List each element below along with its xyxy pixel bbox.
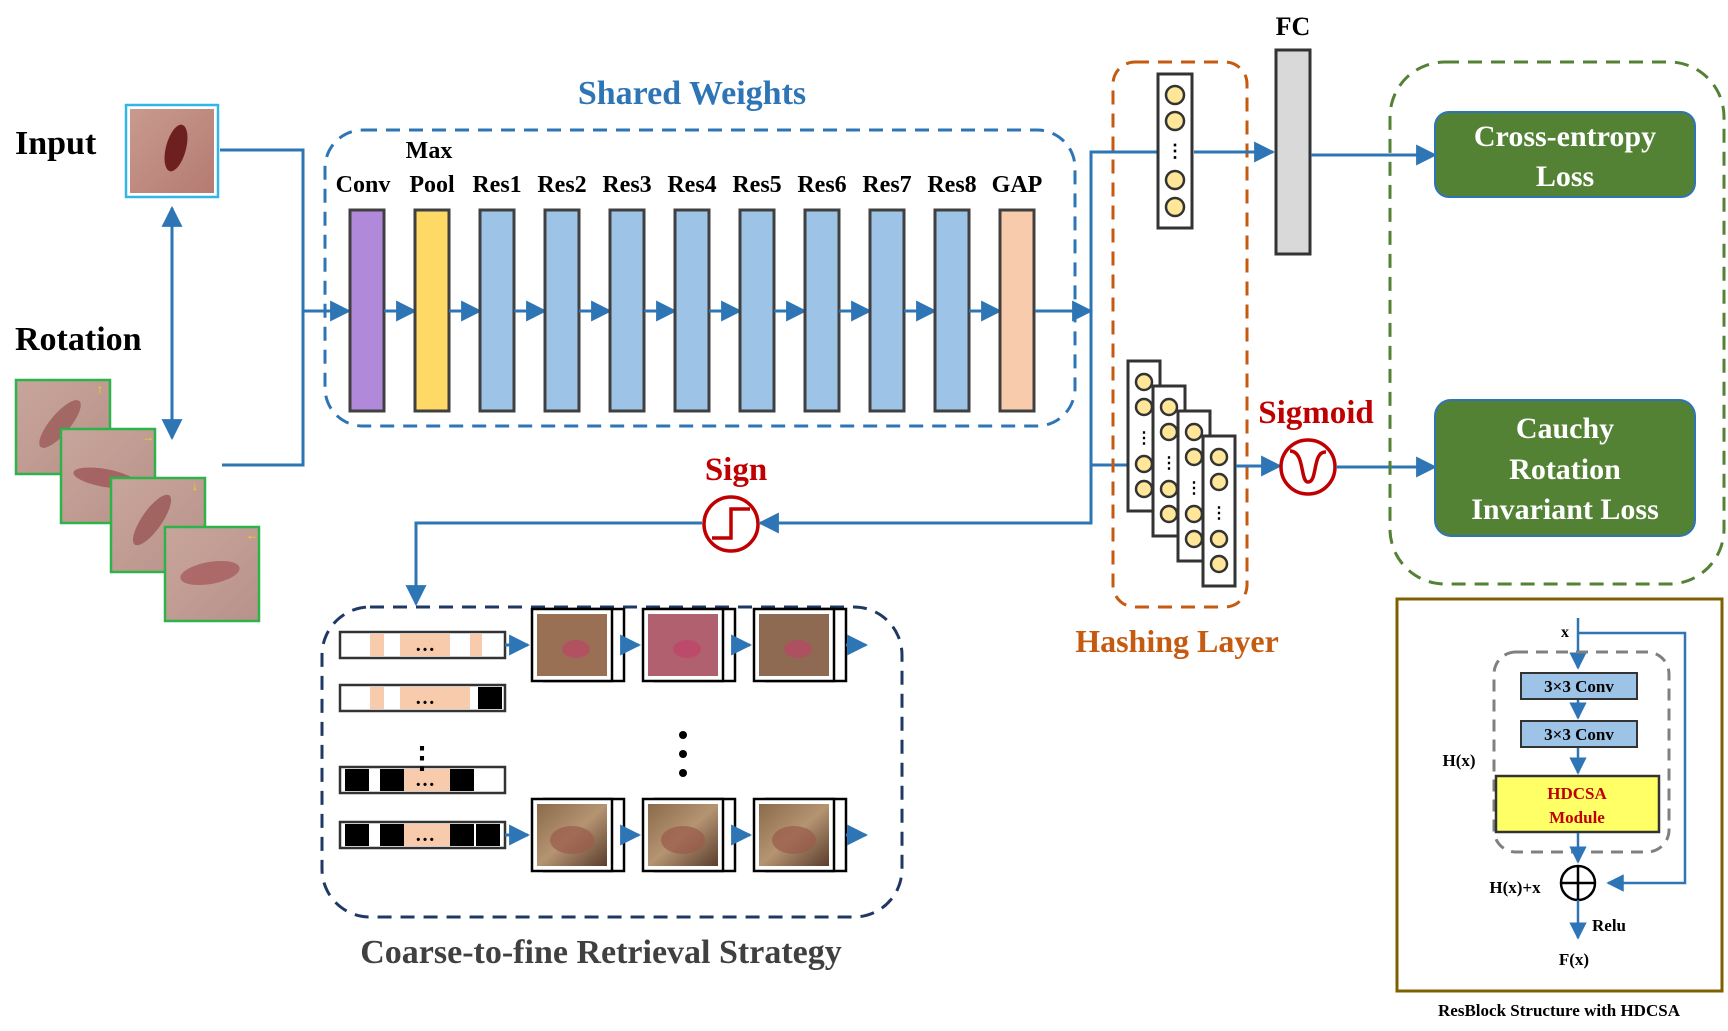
resblock-relu-label: Relu xyxy=(1592,916,1626,935)
svg-text:Cross-entropy: Cross-entropy xyxy=(1474,120,1656,153)
sign-icon xyxy=(702,495,760,553)
layer-label-pool: Pool xyxy=(409,172,455,198)
retrieval-vertical-ellipsis: ⋮ xyxy=(407,742,437,775)
input-label: Input xyxy=(15,125,97,162)
resblock-hx-plus-x-label: H(x)+x xyxy=(1489,878,1541,897)
layer-label-res8: Res8 xyxy=(927,172,976,198)
hashing-layer-box xyxy=(1111,60,1249,609)
retrieval-strategy-box xyxy=(320,605,904,919)
sigmoid-icon xyxy=(1279,438,1337,496)
retrieved-image-0-2 xyxy=(752,607,848,683)
svg-text:Rotation: Rotation xyxy=(1509,453,1621,486)
layer-block-res2 xyxy=(543,208,581,413)
fc-label: FC xyxy=(1276,12,1311,41)
backbone-layers: Conv Pool Res1 Res2 Res3 Res4 Res5 Res6 Res7 Res8… xyxy=(336,172,1043,413)
retrieval-row-0: … xyxy=(338,607,869,683)
svg-text:⋮: ⋮ xyxy=(1161,455,1177,472)
sign-label: Sign xyxy=(705,452,767,488)
retrieval-row-2: … xyxy=(338,765,507,795)
svg-text:↑: ↑ xyxy=(97,382,103,396)
resblock-hx-label: H(x) xyxy=(1442,751,1475,770)
layer-label-res4: Res4 xyxy=(667,172,716,198)
svg-text:…: … xyxy=(415,634,435,656)
svg-text:Loss: Loss xyxy=(1536,160,1594,193)
layer-label-res7: Res7 xyxy=(862,172,911,198)
sigmoid-label: Sigmoid xyxy=(1258,395,1374,431)
layer-label-res5: Res5 xyxy=(732,172,781,198)
hash-vector-top: ⋮ xyxy=(1156,72,1194,230)
cauchy-loss-box: Cauchy Rotation Invariant Loss xyxy=(1434,399,1696,537)
svg-text:Invariant Loss: Invariant Loss xyxy=(1471,493,1659,526)
max-label: Max xyxy=(406,138,453,164)
svg-text:3×3 Conv: 3×3 Conv xyxy=(1544,725,1614,744)
shared-weights-title: Shared Weights xyxy=(578,75,806,112)
layer-block-pool xyxy=(413,208,451,413)
layer-label-res2: Res2 xyxy=(537,172,586,198)
rotation-label: Rotation xyxy=(15,321,142,358)
layer-block-res8 xyxy=(933,208,971,413)
svg-text:→: → xyxy=(142,430,154,444)
rotated-image-3: ← xyxy=(163,525,261,623)
svg-text:←: ← xyxy=(246,528,258,542)
layer-block-res5 xyxy=(738,208,776,413)
svg-text:Cauchy: Cauchy xyxy=(1516,412,1614,445)
loss-group-box xyxy=(1388,60,1726,586)
cross-entropy-loss-box: Cross-entropy Loss xyxy=(1434,111,1696,198)
retrieved-image-3-0 xyxy=(530,797,626,873)
rotated-images: ↑ → ↓ ← xyxy=(14,378,261,623)
svg-text:3×3 Conv: 3×3 Conv xyxy=(1544,677,1614,696)
layer-block-gap xyxy=(998,208,1036,413)
rotated-image-2: ↓ xyxy=(109,476,207,574)
layer-block-res7 xyxy=(868,208,906,413)
retrieved-image-0-1 xyxy=(641,607,737,683)
layer-block-conv xyxy=(348,208,386,413)
fc-layer xyxy=(1274,48,1312,256)
layer-block-res4 xyxy=(673,208,711,413)
layer-label-conv: Conv xyxy=(336,172,391,198)
retrieved-image-3-2 xyxy=(752,797,848,873)
svg-text:⋮: ⋮ xyxy=(1211,505,1227,522)
layer-label-res3: Res3 xyxy=(602,172,651,198)
retrieval-image-ellipsis xyxy=(679,731,687,777)
svg-text:⋮: ⋮ xyxy=(1166,141,1184,161)
retrieval-row-1: … xyxy=(338,683,507,713)
input-image xyxy=(124,103,220,199)
layer-block-res3 xyxy=(608,208,646,413)
retrieval-rows: … … … … xyxy=(338,607,869,873)
resblock-caption: ResBlock Structure with HDCSA xyxy=(1438,1001,1681,1020)
hashing-layer-label: Hashing Layer xyxy=(1075,623,1279,659)
resblock-diagram: x 3×3 Conv 3×3 Conv HDCSA Module H(x) H(… xyxy=(1395,597,1724,993)
resblock-x-label: x xyxy=(1561,624,1569,641)
hash-vector-stack: ⋮ ⋮ ⋮ ⋮ xyxy=(1126,359,1237,588)
layer-block-res1 xyxy=(478,208,516,413)
layer-label-res6: Res6 xyxy=(797,172,846,198)
svg-text:…: … xyxy=(415,824,435,846)
input-connectors xyxy=(220,148,352,467)
hash-vector-3: ⋮ xyxy=(1201,434,1237,588)
svg-text:⋮: ⋮ xyxy=(1136,430,1152,447)
resblock-fx-label: F(x) xyxy=(1559,950,1589,969)
layer-label-res1: Res1 xyxy=(472,172,521,198)
sign-connectors xyxy=(405,465,1093,607)
svg-text:…: … xyxy=(415,769,435,791)
retrieved-image-0-0 xyxy=(530,607,626,683)
svg-text:…: … xyxy=(415,687,435,709)
svg-text:Module: Module xyxy=(1549,808,1605,827)
retrieval-row-3: … xyxy=(338,797,869,873)
svg-text:HDCSA: HDCSA xyxy=(1547,784,1607,803)
retrieved-image-3-1 xyxy=(641,797,737,873)
svg-text:↓: ↓ xyxy=(192,479,198,493)
retrieval-strategy-label: Coarse-to-fine Retrieval Strategy xyxy=(360,934,841,971)
svg-text:⋮: ⋮ xyxy=(1186,480,1202,497)
layer-block-res6 xyxy=(803,208,841,413)
layer-label-gap: GAP xyxy=(992,172,1043,198)
